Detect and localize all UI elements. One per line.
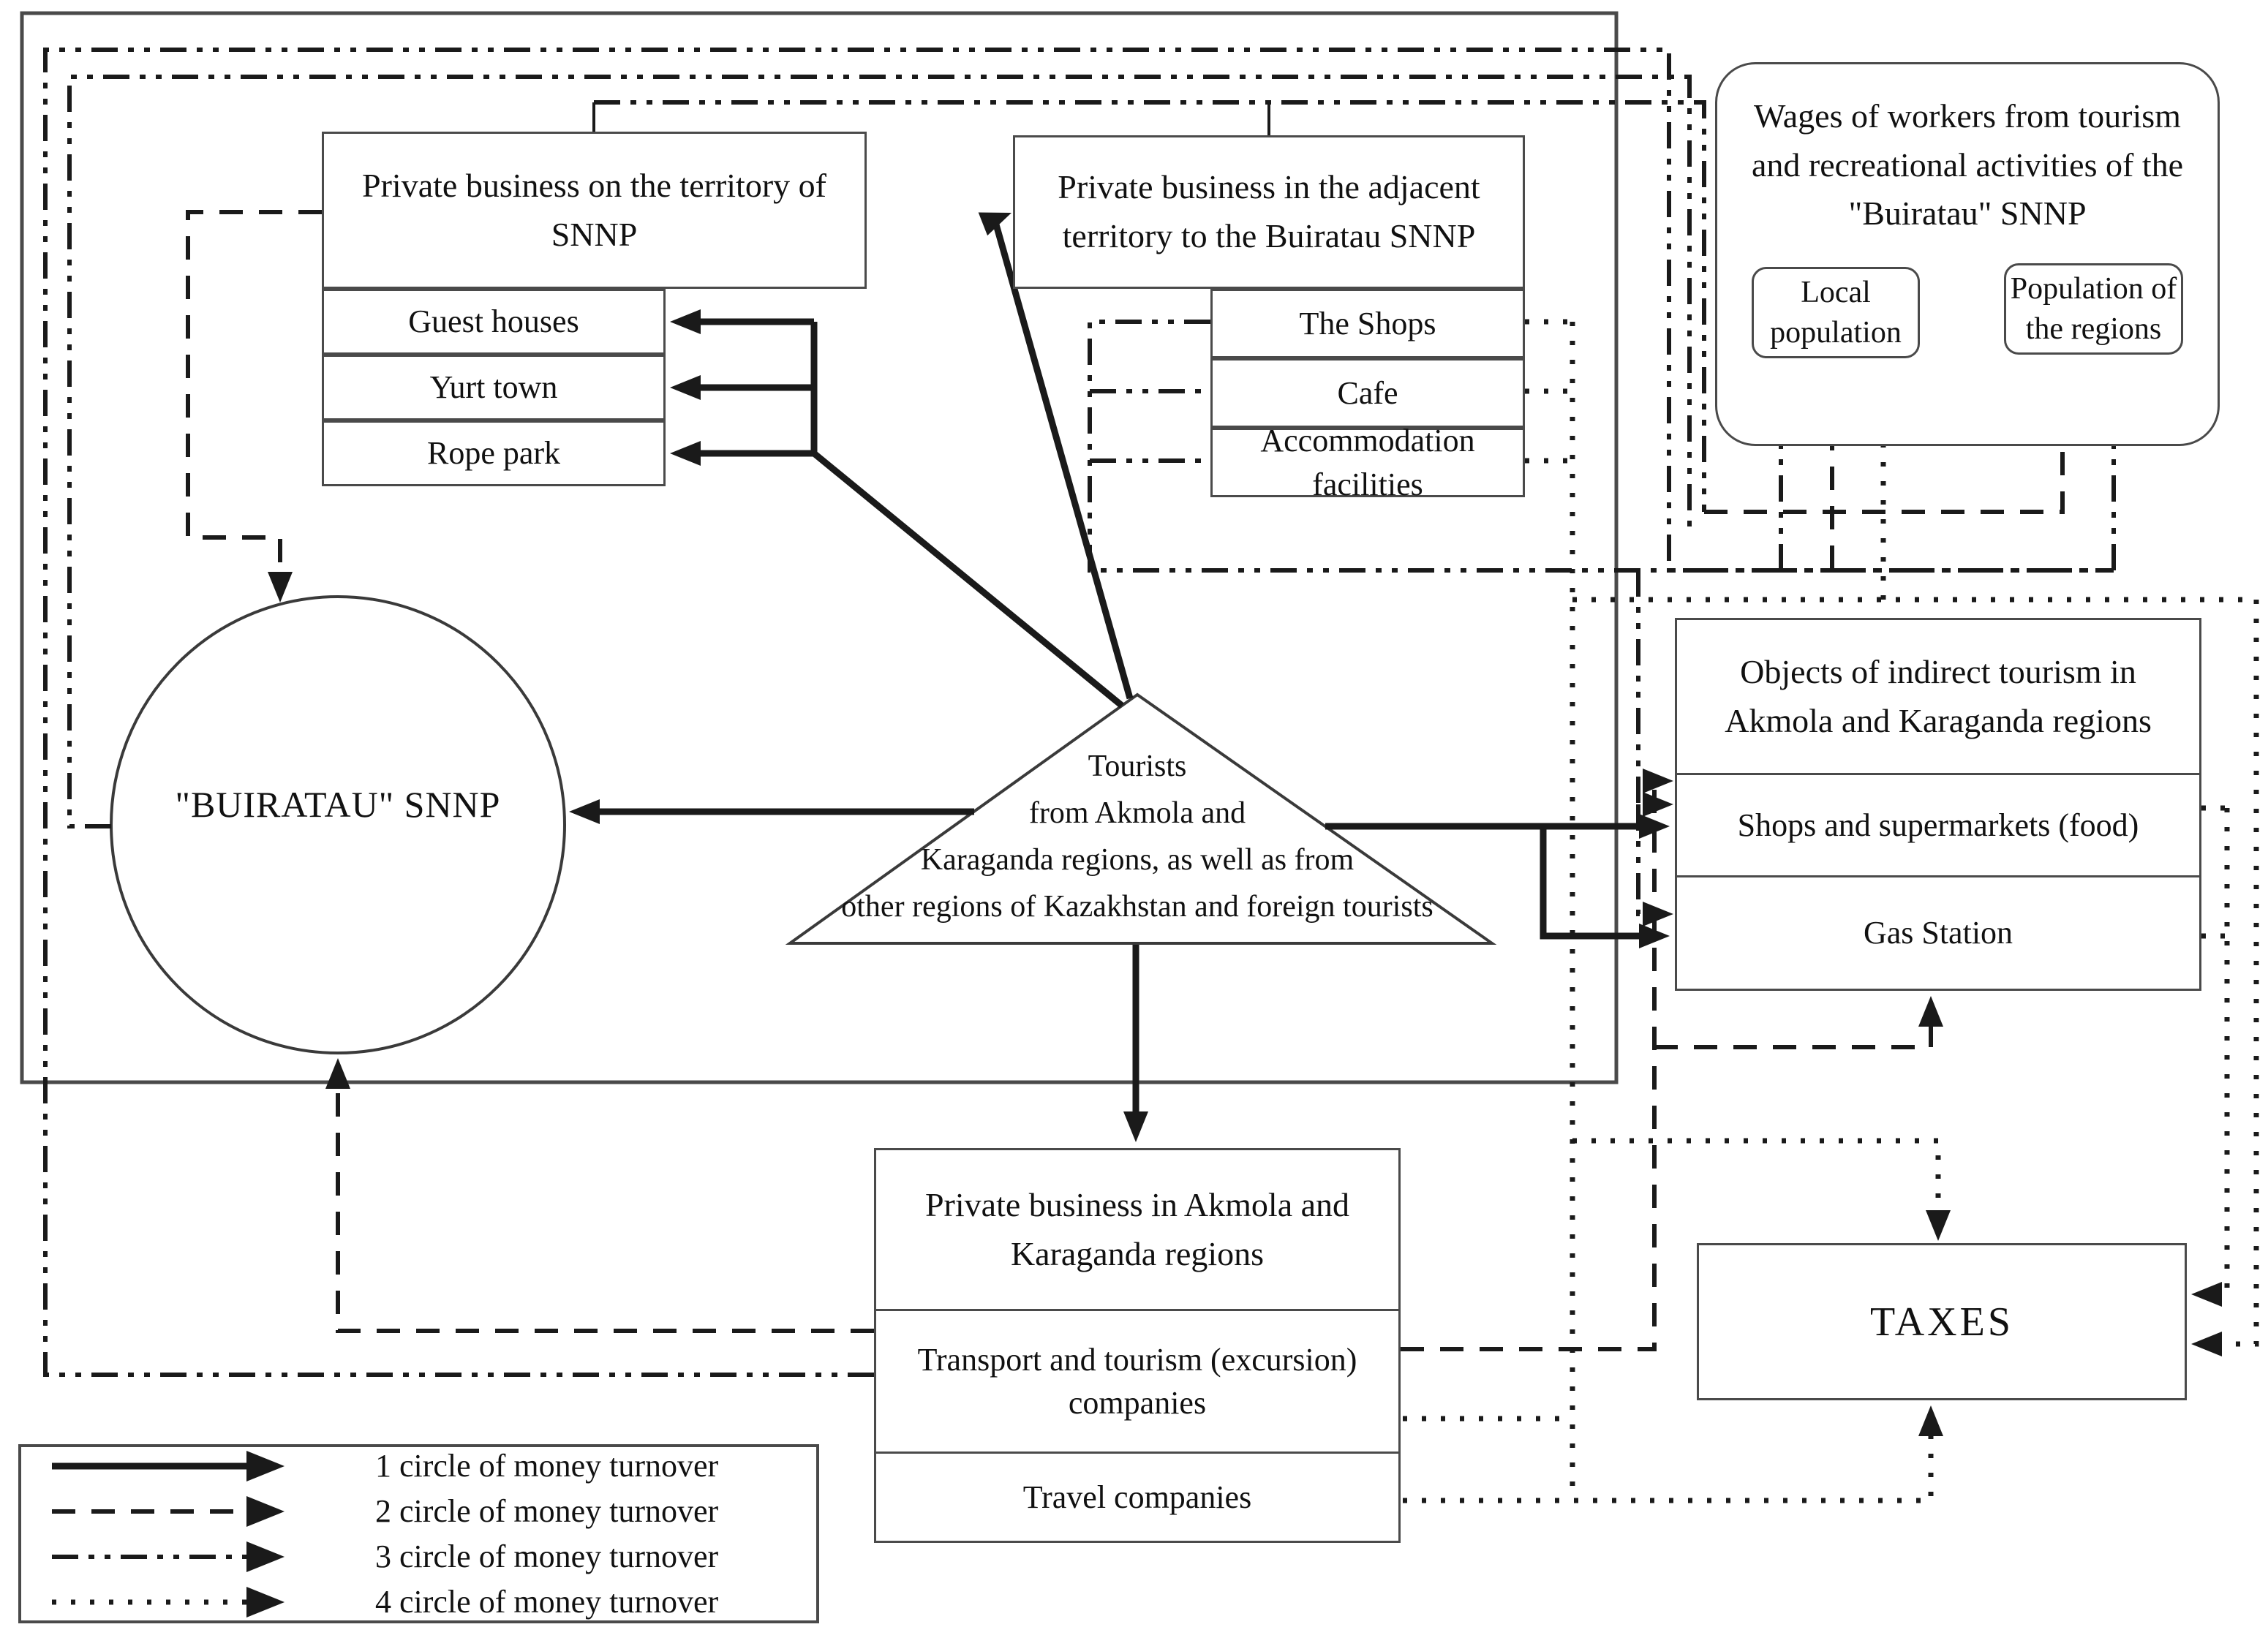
population-of-regions-box: Population of the regions [2004,263,2183,355]
bus-to-taxes-right-lower-line [2212,600,2259,1347]
legend-label-4: 4 circle of money turnover [375,1584,719,1620]
tourists-to-guest-houses-arrowhead [670,309,701,334]
cafe-box: Cafe [1210,358,1525,428]
objects-to-taxes-right-upper-arrowhead [2191,1282,2222,1307]
legend-sample-dd-arrowhead [246,1541,285,1572]
indirect-tourism-title-box: Objects of indirect tourism in Akmola an… [1675,618,2201,775]
triangle-line-1: Tourists [1088,750,1187,784]
transport-to-shops-supermarkets-line [1401,779,1657,1351]
tourists-to-shops-supermarkets-arrowhead [1639,814,1670,839]
rope-park-box: Rope park [322,420,666,486]
legend-sample-dot-arrowhead [246,1586,285,1617]
triangle-line-3: Karaganda regions, as well as from [920,843,1355,877]
legend-dashdotdot-arrow-icon [52,1541,285,1572]
legend-row-2: 2 circle of money turnover [43,1492,794,1531]
dashdot-to-shops-supermarkets-line [1636,570,1652,807]
dashdot-to-gas-station-arrowhead [1643,902,1673,926]
wages-box: Wages of workers from tourism and recrea… [1715,62,2220,446]
legend: 1 circle of money turnover 2 circle of m… [18,1444,819,1623]
the-shops-box: The Shops [1210,289,1525,358]
tourists-to-akmola-business-arrowhead [1123,1111,1148,1142]
tourists-triangle-label: Tourists from Akmola and Karaganda regio… [775,739,1499,936]
snnp-third-circle-loop-line [67,75,1692,828]
yurt-town-box: Yurt town [322,355,666,420]
tourists-to-yurt-town-arrowhead [670,375,701,400]
dotted-to-taxes-top-arrowhead [1926,1210,1951,1241]
dashed-to-gas-station-bottom-arrowhead [1918,996,1943,1027]
transport-to-snnp-circle-line [336,1079,874,1333]
top-bus-third-line [594,100,1706,512]
adjacent-wages-bus-line [1088,320,2114,573]
taxes-box: TAXES [1697,1243,2187,1400]
territory-to-snnp-circle-arrowhead [268,572,293,603]
guest-houses-box: Guest houses [322,289,666,355]
bus-to-taxes-right-lower-arrowhead [2191,1332,2222,1356]
travel-companies-box: Travel companies [874,1452,1401,1543]
tourists-to-adjacent-business-arrowhead [978,212,1011,236]
legend-row-1: 1 circle of money turnover [43,1446,794,1486]
legend-dashed-arrow-icon [52,1495,285,1527]
snnp-circle-label: "BUIRATAU" SNNP [175,784,501,825]
travel-to-taxes-bottom-arrowhead [1918,1405,1943,1436]
legend-sample-d-arrowhead [246,1495,285,1527]
tourists-to-rope-park-arrowhead [670,441,701,466]
legend-label-1: 1 circle of money turnover [375,1448,719,1484]
transport-to-snnp-circle-arrowhead [325,1058,350,1089]
legend-solid-arrow-icon [52,1450,285,1481]
legend-row-3: 3 circle of money turnover [43,1537,794,1577]
territory-to-snnp-circle-line [186,210,322,581]
legend-dotted-arrow-icon [52,1586,285,1617]
triangle-line-4: other regions of Kazakhstan and foreign … [841,889,1433,924]
legend-sample-s-arrowhead [246,1450,285,1481]
tourists-to-snnp-circle-arrowhead [569,799,600,824]
local-population-box: Local population [1752,267,1920,358]
wages-title: Wages of workers from tourism and recrea… [1751,97,2184,233]
triangle-line-2: from Akmola and [1028,796,1246,831]
akmola-business-title-box: Private business in Akmola and Karaganda… [874,1148,1401,1311]
territory-business-box: Private business on the territory of SNN… [322,132,867,289]
accommodation-facilities-box: Accommodation facilities [1210,423,1525,502]
tourists-to-gas-station-arrowhead [1639,924,1670,948]
third-circle-left-loop-line [43,48,2114,1377]
dashdot-to-shops-supermarkets-arrowhead [1643,792,1673,817]
shops-supermarkets-box: Shops and supermarkets (food) [1675,773,2201,877]
tourists-spine-territory-line [810,322,1124,709]
dashed-to-gas-station-bottom-line [1654,1017,1933,1049]
objects-to-taxes-right-upper-line [2212,808,2230,1297]
outer-border [20,11,1619,1084]
transport-tourism-box: Transport and tourism (excursion) compan… [874,1309,1401,1454]
indirect-tourism-stack: Objects of indirect tourism in Akmola an… [1675,618,2201,991]
adjacent-business-box: Private business in the adjacent territo… [1013,135,1525,289]
dashdot-to-gas-station-line [1636,804,1652,916]
tourists-to-gas-station-line [1540,826,1649,940]
tourists-triangle-shape [785,692,1497,945]
transport-to-shops-supermarkets-arrowhead [1643,769,1673,793]
travel-to-taxes-bottom-line [1403,1427,1934,1503]
legend-label-3: 3 circle of money turnover [375,1539,719,1574]
dotted-to-taxes-top-line [1572,1138,1941,1220]
gas-station-box: Gas Station [1675,875,2201,991]
legend-row-4: 4 circle of money turnover [43,1582,794,1622]
akmola-business-stack: Private business in Akmola and Karaganda… [874,1148,1401,1543]
legend-label-2: 2 circle of money turnover [375,1493,719,1529]
